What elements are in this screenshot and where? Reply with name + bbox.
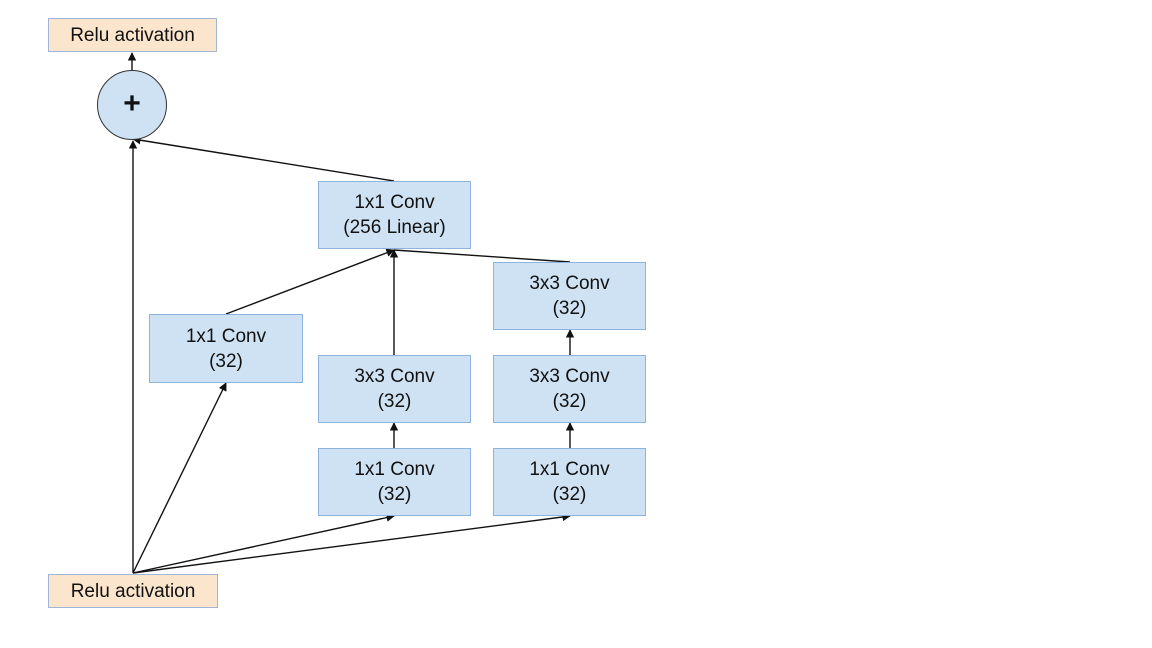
branch1-conv1x1-line2: (32) [209,350,243,372]
branch2-conv1x1-line1: 1x1 Conv [354,459,435,480]
branch2-conv-1x1: 1x1 Conv (32) [318,448,471,516]
branch3-conv3x3a-line1: 3x3 Conv [529,366,610,387]
relu-output-label: Relu activation [70,24,195,46]
edge-branch3_conv3x3_b-to-conv_256 [393,249,571,263]
branch3-conv-3x3-top: 3x3 Conv (32) [493,262,646,330]
relu-activation-output: Relu activation [48,18,217,52]
branch3-conv-3x3-middle: 3x3 Conv (32) [493,355,646,423]
branch2-conv1x1-line2: (32) [377,484,412,505]
branch1-conv-1x1: 1x1 Conv (32) [149,314,303,383]
edge-branch1_conv1x1-to-conv_256 [225,248,395,315]
conv-256-line1: 1x1 Conv [354,192,435,213]
branch2-conv3x3-line2: (32) [377,391,412,412]
conv-1x1-256-linear: 1x1 Conv (256 Linear) [318,181,471,249]
plus-icon: + [123,86,141,120]
branch1-conv1x1-line1: 1x1 Conv [185,325,267,347]
branch3-conv3x3b-line1: 3x3 Conv [529,273,610,294]
branch3-conv3x3a-line2: (32) [552,391,587,412]
edge-relu_input-to-branch1_conv1x1 [132,382,227,574]
branch3-conv-1x1: 1x1 Conv (32) [493,448,646,516]
branch3-conv3x3b-line2: (32) [552,298,587,319]
edge-relu_input-to-branch3_conv1x1 [132,512,571,574]
conv-256-line2: (256 Linear) [343,217,446,238]
branch2-conv-3x3: 3x3 Conv (32) [318,355,471,423]
branch3-conv1x1-line1: 1x1 Conv [529,459,610,480]
relu-input-label: Relu activation [70,580,196,602]
add-node: + [97,70,167,140]
relu-activation-input: Relu activation [48,574,218,608]
edge-conv_256-to-add [132,136,395,182]
branch3-conv1x1-line2: (32) [552,484,587,505]
edge-relu_input-to-branch2_conv1x1 [132,513,395,574]
branch2-conv3x3-line1: 3x3 Conv [354,366,435,387]
